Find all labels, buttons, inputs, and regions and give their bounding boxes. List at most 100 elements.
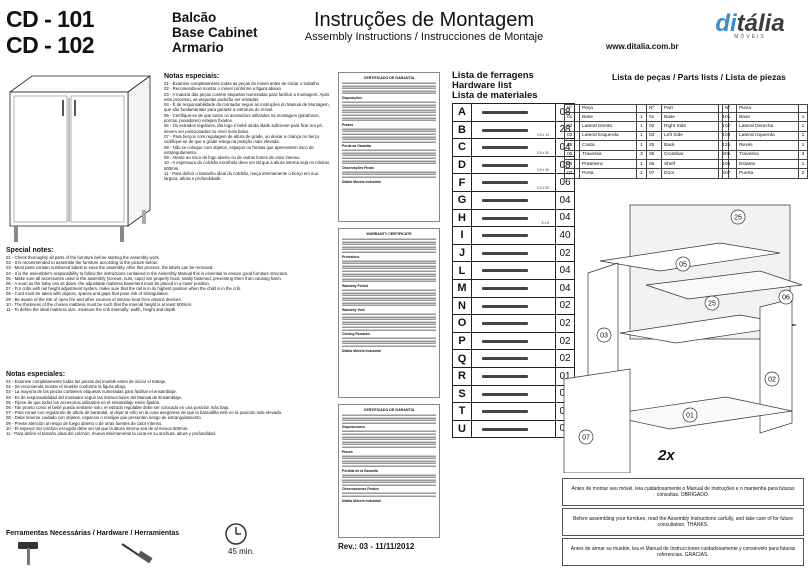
hardware-picture <box>471 331 556 351</box>
hardware-item-icon <box>482 410 528 414</box>
hardware-letter: R <box>452 366 472 386</box>
part-name: Base <box>579 111 637 123</box>
hammer-icon <box>18 542 38 565</box>
note-item: 09 - Atente ao risco de fogo aberto ou d… <box>164 155 301 161</box>
hardware-picture: 5,0 x 50 <box>471 173 556 192</box>
hardware-row: Q 02 <box>452 349 575 368</box>
hardware-item-icon <box>482 427 528 431</box>
callout-label: 25 <box>708 301 716 308</box>
callout-label: 06 <box>782 295 790 302</box>
note-item: 03 - La mayoría de las piezas contienen … <box>6 389 178 395</box>
product-name-es: Armario <box>172 40 224 55</box>
part-number: 07 <box>564 168 580 179</box>
crossbar <box>599 242 781 272</box>
warranty-box-es: CERTIFICADO DE GARANTIA Disposiciones Pl… <box>338 404 440 538</box>
note-item: 01 - Check thoroughly all parts of the f… <box>6 255 160 260</box>
footer-notes: Antes de montar seu móvel, leia cuidados… <box>562 478 804 568</box>
part-number: 02 <box>721 121 738 132</box>
hardware-picture <box>471 190 556 210</box>
hardware-item-icon <box>482 251 528 255</box>
hardware-letter: Q <box>452 349 472 368</box>
warranty-subtitle: Pérdida de la Garantía <box>342 468 378 473</box>
hardware-letter: P <box>452 331 472 351</box>
part-number: 05 <box>646 149 662 160</box>
part-qty: 1 <box>636 121 647 132</box>
door-panel <box>563 368 631 473</box>
part-qty: 1 <box>797 111 808 123</box>
part-number: 25 <box>564 140 580 151</box>
part-name: Lateral Direita <box>579 121 637 132</box>
hardware-item-icon <box>482 163 528 167</box>
note-item: 05 - Fíjese de que todos los accesorios … <box>6 399 161 405</box>
hardware-letter: A <box>452 103 472 122</box>
part-qty: 1 <box>797 121 808 132</box>
product-name-pt: Balcão <box>172 10 217 25</box>
part-qty: 2 <box>636 168 647 179</box>
product-names: Balcão Base Cabinet Armario <box>172 10 258 55</box>
hardware-item-icon <box>482 181 528 185</box>
hardware-picture <box>471 103 556 122</box>
warranty-title: CERTIFICADO DE GARANTIA <box>363 76 415 80</box>
note-item: 08 - Cord must be taken with objects, sp… <box>6 291 170 297</box>
hardware-row: S02 <box>452 384 575 404</box>
note-item: 04 - É de responsabilidade do montador s… <box>164 102 330 113</box>
warranty-subtitle: Disposições <box>342 95 362 100</box>
part-name: Shelf <box>661 158 719 170</box>
parts-list-title: Lista de peças / Parts lists / Lista de … <box>612 72 786 82</box>
part-name: Travessa <box>736 149 799 160</box>
parts-header-name: Pieza <box>736 104 799 113</box>
crossbar <box>619 314 797 344</box>
notes-es: Notas especiales: 01 - Examine completam… <box>6 370 334 436</box>
footer-note-pt: Antes de montar seu móvel, leia cuidados… <box>562 478 804 506</box>
part-number: 05 <box>721 149 738 160</box>
part-name: Right Side <box>661 121 719 132</box>
warranty-subtitle: Observações Finais <box>342 165 375 170</box>
warranty-subtitle: Observaciones Finales <box>342 487 379 492</box>
part-name: Lateral Izquierda <box>736 130 799 142</box>
part-number: 01 <box>646 111 662 123</box>
warranty-box-pt: CERTIFICADO DE GARANTIA Disposições Praz… <box>338 72 440 222</box>
part-name: Prateleira <box>579 158 637 170</box>
hardware-item-icon <box>482 269 528 273</box>
warranty-subtitle: Closing Remarks <box>342 332 370 337</box>
hardware-item-icon <box>482 146 528 150</box>
note-item: 02 - It is recommended to assemble the f… <box>6 260 158 266</box>
hardware-item-icon <box>482 357 528 361</box>
hardware-qty: 02 <box>555 349 575 368</box>
footer-note-en: Before assembling your furniture, read t… <box>562 508 804 536</box>
note-item: 09 - Preste atención al riesgo de fuego … <box>6 420 163 426</box>
hardware-item-icon <box>482 128 528 132</box>
part-name: Door <box>661 168 719 179</box>
callout-label: 05 <box>679 262 687 269</box>
hardware-item-icon <box>482 322 528 326</box>
part-number: 07 <box>646 168 662 179</box>
part-number: 06 <box>564 158 580 170</box>
hardware-picture <box>471 349 556 368</box>
note-item: 10 - El espesor del colchón escogido deb… <box>6 425 189 431</box>
hardware-row: T02 <box>452 402 575 421</box>
hardware-picture: 3,5 x 14 <box>471 120 556 140</box>
part-name: Revés <box>736 140 799 151</box>
brand-logo: ditália MÓVEIS <box>700 12 800 41</box>
part-name: Travessa <box>579 149 637 160</box>
hardware-title-en: Hardware list <box>452 80 512 91</box>
note-item: 11 - Para definir o tamanho ideal do col… <box>164 171 318 182</box>
part-qty: 1 <box>797 140 808 151</box>
hardware-letter: T <box>452 402 472 421</box>
